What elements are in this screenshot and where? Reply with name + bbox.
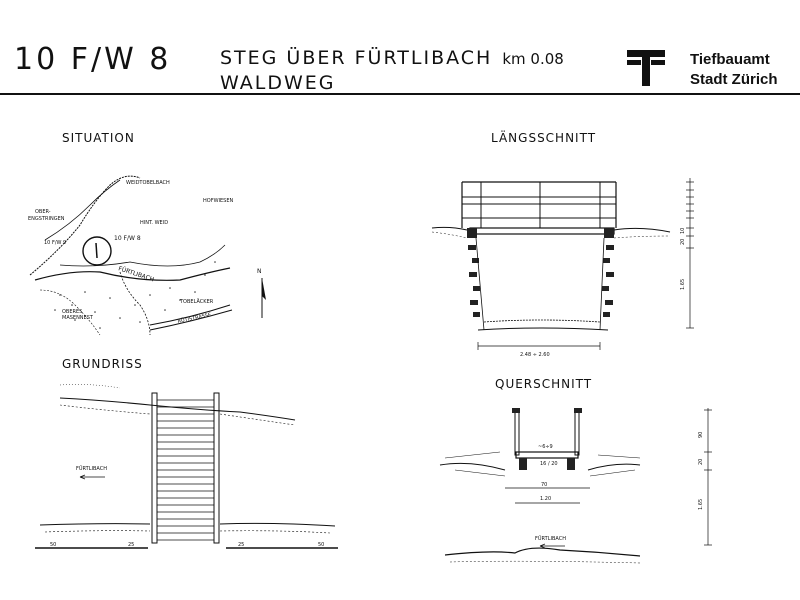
span-dimension: 2.48 ÷ 2.60 [520,352,550,358]
title-line-2: WALDWEG [220,72,336,94]
grundriss-title: GRUNDRISS [62,357,143,371]
label-north: N [257,268,262,275]
label-code-near: 10 F/W 8 [114,235,141,242]
height-dim-3: 10 [680,228,686,234]
height-dim-2: 20 [680,239,686,245]
org-line-2: Stadt Zürich [690,71,778,88]
grundriss-stream-label: FÜRTLIBACH [76,465,107,472]
label-hofwiesen: HOFWIESEN [203,198,233,204]
svg-text:50: 50 [50,542,56,548]
svg-text:16 / 20: 16 / 20 [540,461,558,467]
label-ober-engstringen-2: ENGSTRINGEN [28,216,65,222]
situation-title: SITUATION [62,131,135,145]
drawing-title: STEG ÜBER FÜRTLIBACH km 0.08 WALDWEG [220,46,564,95]
drawing-code: 10 F/W 8 [14,42,172,77]
organisation: Tiefbauamt Stadt Zürich [690,50,778,90]
label-hint-weid: HINT. WEID [140,220,168,226]
svg-text:50: 50 [318,542,324,548]
org-line-1: Tiefbauamt [690,51,770,68]
title-line-1: STEG ÜBER FÜRTLIBACH [220,47,493,69]
svg-text:25: 25 [128,542,134,548]
querschnitt-stream-label: FÜRTLIBACH [535,535,566,542]
svg-text:~6÷9: ~6÷9 [538,444,553,450]
svg-text:25: 25 [238,542,244,548]
label-weidtobelbach: WEIDTOBELBACH [126,180,170,186]
q-height-dim-1: 1.65 [698,499,704,510]
label-masennest: MASENNEST [62,315,94,321]
inner-dimension: 70 [541,482,547,488]
q-height-dim-2: 90 [698,432,704,438]
label-oberes: OBERES [62,309,82,315]
laengsschnitt-title: LÄNGSSCHNITT [491,131,597,145]
header-rule [0,93,800,95]
label-tobelaecker: TOBELÄCKER [179,298,214,305]
label-ober-engstringen: OBER- [35,209,51,215]
height-dim-1: 1.65 [680,279,686,290]
q-height-dim-3: 20 [698,459,704,465]
km-marker: km 0.08 [502,50,564,68]
tiefbauamt-logo-icon [627,50,665,86]
width-dimension: 1.20 [540,496,551,502]
querschnitt-title: QUERSCHNITT [495,377,593,391]
label-code-other: 10 F/W 9 [44,240,66,246]
